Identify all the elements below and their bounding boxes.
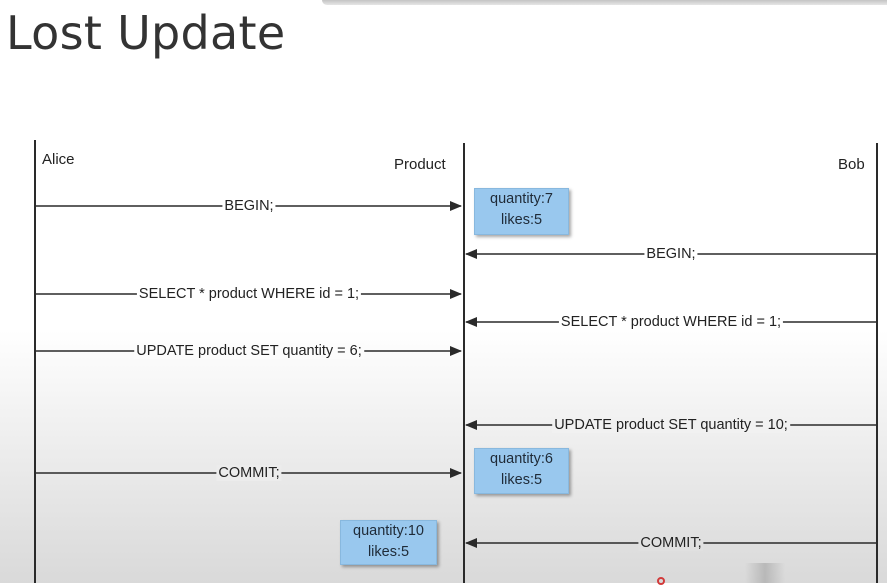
alice-select-label: SELECT * product WHERE id = 1; (136, 286, 362, 302)
state-box-after-alice: quantity:6 likes:5 (474, 448, 569, 494)
bob-update-label: UPDATE product SET quantity = 10; (552, 417, 790, 433)
bob-begin-label: BEGIN; (644, 246, 698, 262)
state-box-after-bob: quantity:10 likes:5 (340, 520, 437, 565)
alice-lifeline (34, 140, 36, 583)
pointer-marker (657, 577, 665, 585)
bob-lifeline (876, 143, 878, 583)
slide-title: Lost Update (6, 6, 286, 60)
alice-commit-label: COMMIT; (216, 465, 282, 481)
state-initial-likes: likes:5 (500, 212, 543, 228)
alice-update-label: UPDATE product SET quantity = 6; (134, 343, 364, 359)
state-after-bob-likes: likes:5 (367, 544, 410, 560)
corner-shadow (745, 563, 785, 583)
bob-commit-label: COMMIT; (638, 535, 704, 551)
alice-label: Alice (42, 151, 75, 168)
bob-label: Bob (838, 156, 865, 173)
alice-begin-label: BEGIN; (222, 198, 276, 214)
state-after-alice-quantity: quantity:6 (490, 451, 553, 467)
state-after-alice-likes: likes:5 (500, 472, 543, 488)
product-lifeline (463, 143, 465, 583)
state-initial-quantity: quantity:7 (490, 191, 553, 207)
top-bar (322, 0, 887, 5)
bob-select-label: SELECT * product WHERE id = 1; (558, 314, 784, 330)
state-box-initial: quantity:7 likes:5 (474, 188, 569, 235)
state-after-bob-quantity: quantity:10 (353, 523, 424, 539)
product-label: Product (394, 156, 446, 173)
